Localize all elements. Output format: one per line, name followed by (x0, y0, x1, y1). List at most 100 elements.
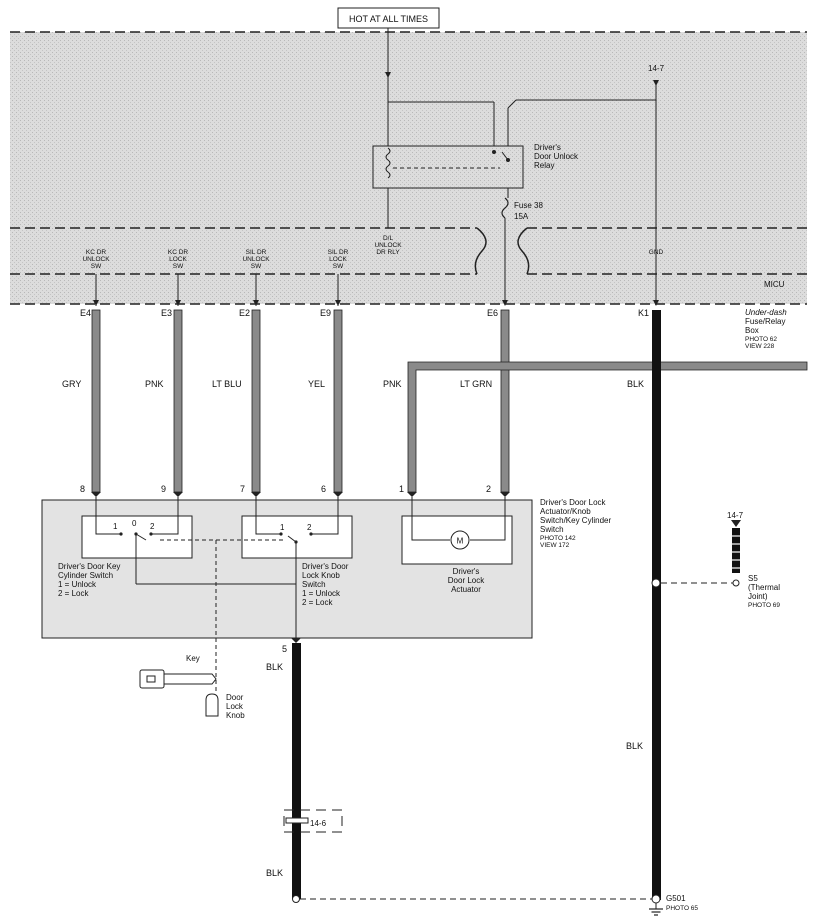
hot-at-all-times-box: HOT AT ALL TIMES (337, 7, 440, 29)
actuator-line-1: Driver's (453, 567, 480, 576)
input-e4-line-1: KC DR (86, 249, 107, 256)
knob-label-1: Door (226, 693, 244, 702)
knob-line-5: 2 = Lock (302, 598, 333, 607)
kc-line-2: Cylinder Switch (58, 571, 113, 580)
color-pnk-e3: PNK (145, 379, 164, 389)
kc-pos-1: 1 (113, 522, 118, 531)
door-unlock-relay: Driver's Door Unlock Relay (372, 143, 579, 189)
color-pnk-1: PNK (383, 379, 402, 389)
fuse-name: Fuse 38 (514, 201, 543, 210)
s5-photo: PHOTO 69 (748, 602, 780, 609)
pin-e9: E9 (320, 308, 331, 318)
s5-line-2: (Thermal (748, 583, 780, 592)
relay-label-3: Relay (534, 161, 554, 170)
knob-pos-1: 1 (280, 523, 285, 532)
color-lt-grn: LT GRN (460, 379, 492, 389)
blk-label-1: BLK (266, 662, 283, 672)
blk-label-3: BLK (626, 741, 643, 751)
knob-label-2: Lock (226, 702, 244, 711)
input-e9-line-1: SIL DR (328, 249, 349, 256)
door-lock-actuator: M Driver's Door Lock Actuator (401, 497, 513, 594)
pin-2: 2 (486, 484, 491, 494)
pin-1: 1 (399, 484, 404, 494)
relay-label-2: Door Unlock (534, 152, 579, 161)
knob-label-3: Knob (226, 711, 245, 720)
input-e2-line-3: SW (251, 263, 262, 270)
pin-5: 5 (282, 644, 287, 654)
ground-name: G501 (666, 894, 686, 903)
assembly-photo: PHOTO 142 (540, 535, 576, 542)
input-e9-line-3: SW (333, 263, 344, 270)
wire-gry (91, 309, 101, 493)
key-cylinder-switch: 1 0 2 Driver's Door Key Cylinder Switch … (58, 497, 193, 598)
fusebox-view: VIEW 228 (745, 343, 775, 350)
wire-yel (333, 309, 343, 493)
connector-14-6: 14-6 (283, 809, 343, 833)
motor-icon (450, 530, 470, 550)
assembly-view: VIEW 172 (540, 542, 570, 549)
ref-14-7-top: 14-7 (648, 64, 665, 73)
assembly-line-4: Switch (540, 525, 564, 534)
knob-pos-2: 2 (307, 523, 312, 532)
pin-e2: E2 (239, 308, 250, 318)
kc-pos-2: 2 (150, 522, 155, 531)
key-label: Key (186, 654, 200, 663)
pin-8: 8 (80, 484, 85, 494)
input-e2-line-1: SIL DR (246, 249, 267, 256)
pin-e3: E3 (161, 308, 172, 318)
wire-blk-k1 (652, 310, 661, 900)
input-e2-line-2: UNLOCK (242, 256, 270, 263)
ground-icon (649, 903, 663, 916)
color-yel: YEL (308, 379, 325, 389)
ref-14-7-right: 14-7 (727, 511, 744, 520)
knob-line-4: 1 = Unlock (302, 589, 341, 598)
assembly-line-2: Actuator/Knob (540, 507, 591, 516)
input-e3-line-1: KC DR (168, 249, 189, 256)
wire-blk-pin5 (292, 643, 301, 899)
input-e3-line-3: SW (173, 263, 184, 270)
actuator-line-2: Door Lock (448, 576, 485, 585)
pin-6: 6 (321, 484, 326, 494)
pin-9: 9 (161, 484, 166, 494)
fuse-rating: 15A (514, 212, 529, 221)
input-e4-line-2: UNLOCK (82, 256, 110, 263)
knob-line-3: Switch (302, 580, 326, 589)
wire-lt-blu (251, 309, 261, 493)
kc-pos-0: 0 (132, 519, 137, 528)
gnd-label: GND (649, 249, 664, 256)
blk-label-2: BLK (266, 868, 283, 878)
pin-e4: E4 (80, 308, 91, 318)
fusebox-photo: PHOTO 62 (745, 336, 777, 343)
input-e9-line-2: LOCK (329, 256, 347, 263)
lock-knob-switch: 1 2 Driver's Door Lock Knob Switch 1 = U… (241, 497, 353, 607)
kc-line-1: Driver's Door Key (58, 562, 120, 571)
s5-line-1: S5 (748, 574, 758, 583)
color-blk-k1: BLK (627, 379, 644, 389)
fusebox-line-1: Under-dash (745, 308, 787, 317)
s5-line-3: Joint) (748, 592, 768, 601)
input-e3-line-2: LOCK (169, 256, 187, 263)
knob-line-2: Lock Knob (302, 571, 340, 580)
fusebox-line-3: Box (745, 326, 759, 335)
color-gry: GRY (62, 379, 81, 389)
actuator-line-3: Actuator (451, 585, 481, 594)
micu-inputs: KC DR UNLOCK SW KC DR LOCK SW SIL DR UNL… (82, 249, 659, 306)
pin-e6: E6 (487, 308, 498, 318)
dl-unlock-line-3: DR RLY (376, 249, 400, 256)
dl-unlock-line-1: D/L (383, 235, 394, 242)
kc-line-3: 1 = Unlock (58, 580, 97, 589)
assembly-line-1: Driver's Door Lock (540, 498, 607, 507)
assembly-line-3: Switch/Key Cylinder (540, 516, 611, 525)
relay-label-1: Driver's (534, 143, 561, 152)
wire-pnk-e3 (173, 309, 183, 493)
hot-at-all-times-label: HOT AT ALL TIMES (349, 14, 428, 24)
input-e4-line-3: SW (91, 263, 102, 270)
pin-7: 7 (240, 484, 245, 494)
motor-label: M (457, 537, 464, 546)
knob-line-1: Driver's Door (302, 562, 349, 571)
fusebox-label: Under-dash Fuse/Relay Box PHOTO 62 VIEW … (745, 308, 787, 350)
s5-joint: 14-7 S5 (Thermal Joint) PHOTO 69 (651, 511, 780, 609)
pin-k1: K1 (638, 308, 649, 318)
fusebox-line-2: Fuse/Relay (745, 317, 785, 326)
